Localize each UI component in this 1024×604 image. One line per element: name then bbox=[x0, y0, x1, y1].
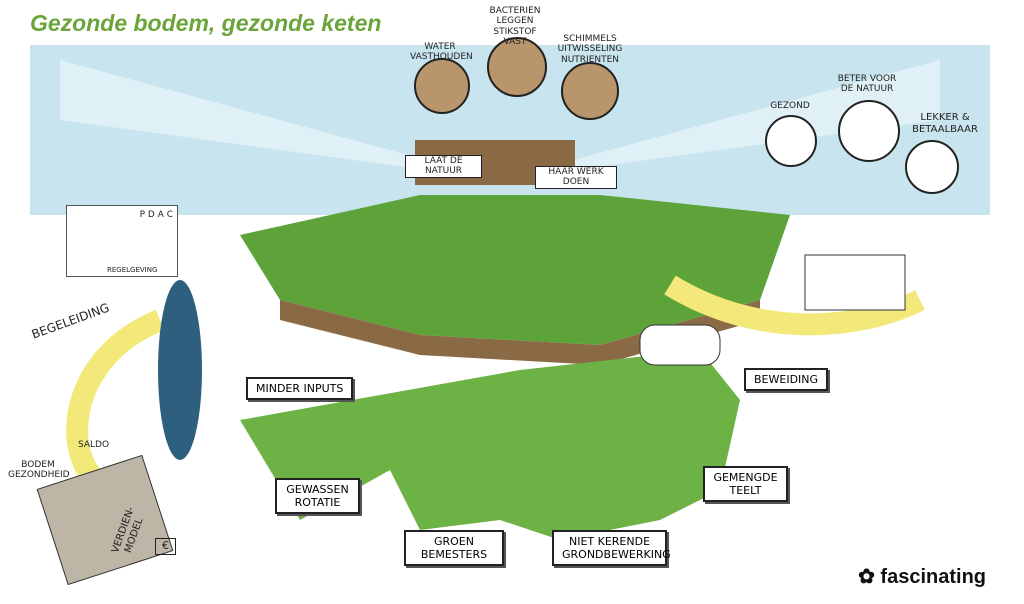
flower-icon: ✿ bbox=[858, 566, 881, 588]
water-label: Water vasthouden bbox=[410, 42, 473, 63]
practice-fields bbox=[240, 350, 740, 540]
cow bbox=[639, 324, 721, 366]
tasty-circle bbox=[905, 140, 959, 194]
healthy-circle bbox=[765, 115, 817, 167]
rotation-label: Gewassen rotatie bbox=[275, 478, 360, 515]
grazing-label: Beweiding bbox=[744, 368, 829, 392]
fungi-circle bbox=[561, 62, 619, 120]
page-title: Gezonde bodem, gezonde keten bbox=[30, 10, 382, 36]
farm-field bbox=[240, 195, 790, 345]
saldo-label: Saldo bbox=[78, 440, 110, 450]
nature-label: Beter voor de natuur bbox=[837, 74, 897, 95]
water-circle bbox=[414, 58, 470, 114]
tasty-label: Lekker & betaalbaar bbox=[912, 112, 978, 135]
farmer bbox=[158, 280, 202, 460]
banner-left: Laat de natuur bbox=[405, 155, 482, 178]
green-manure-label: Groen bemesters bbox=[404, 530, 504, 567]
bacteria-circle bbox=[487, 37, 547, 97]
minder-inputs-label: Minder inputs bbox=[246, 377, 354, 401]
market-stall bbox=[804, 254, 906, 311]
brand-name: fascinating bbox=[880, 566, 986, 588]
bacteria-label: Bacterien leggen stikstof vast bbox=[489, 6, 541, 48]
mixed-crop-label: Gemengde teelt bbox=[703, 466, 788, 503]
price-tag: € bbox=[155, 538, 176, 555]
fungi-label: Schimmels uitwisseling nutrienten bbox=[557, 34, 623, 65]
pdca-label: P D A C bbox=[139, 210, 173, 220]
whiteboard: P D A C Regelgeving bbox=[66, 205, 178, 277]
banner-right: haar werk doen bbox=[535, 166, 617, 189]
vegetable-box bbox=[36, 454, 174, 586]
healthy-label: Gezond bbox=[770, 101, 810, 111]
soil-health-label: Bodem gezondheid bbox=[8, 460, 70, 481]
brand-logo: ✿ fascinating bbox=[858, 564, 986, 589]
rules-label: Regelgeving bbox=[107, 265, 158, 274]
nature-circle bbox=[838, 100, 900, 162]
tillage-label: Niet kerende grondbewerking bbox=[552, 530, 671, 567]
